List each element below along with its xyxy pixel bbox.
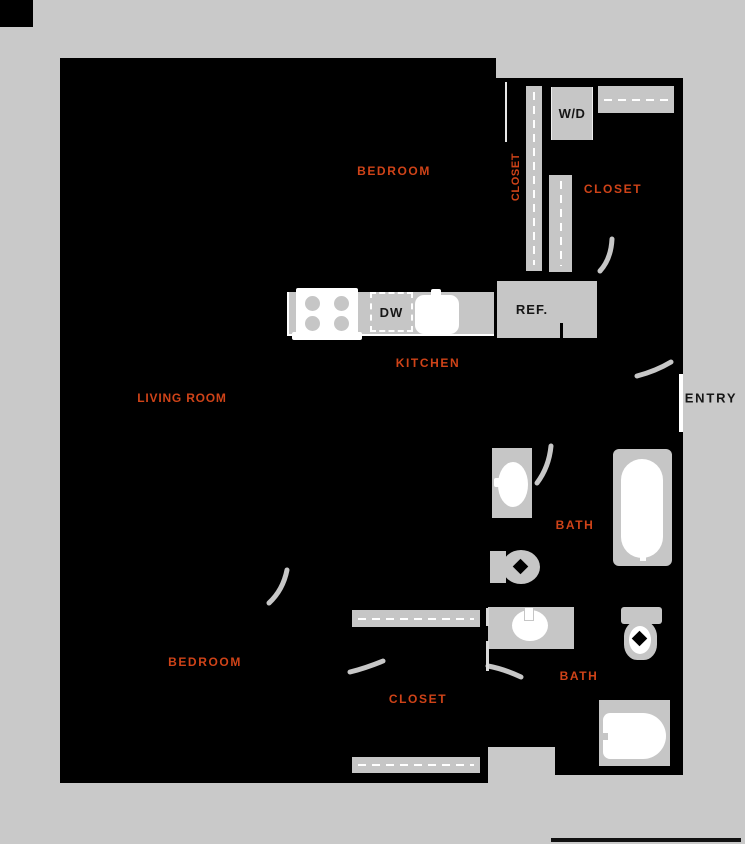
wall-tick [560, 323, 563, 338]
toilet-seat-mark [512, 558, 529, 575]
stove-front-edge [292, 332, 362, 340]
closet-shelf [352, 610, 480, 627]
drawing-border-fragment-bottom [551, 838, 741, 842]
door-swing-arc-bedroom [266, 567, 290, 606]
kitchen-sink [415, 295, 459, 334]
washer-dryer-label: W/D [558, 106, 586, 121]
wall-line [505, 82, 507, 142]
door-swing-arc-hall-closet [597, 236, 615, 274]
toilet-tank [621, 607, 662, 624]
closet-shelf-centerline [604, 98, 668, 101]
room-label-bath-main: BATH [555, 518, 595, 532]
room-label-bedroom-bottom: BEDROOM [168, 655, 242, 669]
vanity-faucet [524, 607, 534, 621]
toilet-bowl [624, 621, 657, 660]
bathtub-drain [640, 549, 646, 561]
room-label-closet-hall: CLOSET [583, 182, 643, 196]
toilet-tank [490, 551, 506, 583]
shower-basin [603, 713, 666, 759]
refrigerator: REF. [497, 281, 597, 338]
closet-shelf-centerline [358, 764, 474, 766]
closet-rod-centerline [559, 181, 562, 266]
dishwasher: DW [370, 292, 413, 332]
closet-rod [526, 86, 542, 271]
closet-shelf [598, 86, 674, 113]
bathtub [613, 449, 672, 566]
room-label-living-room: LIVING ROOM [137, 391, 227, 405]
room-label-closet-laundry: CLOSET [510, 152, 522, 202]
bath-main-vanity [492, 448, 532, 518]
vanity-faucet [494, 478, 507, 487]
room-label-bedroom-top: BEDROOM [357, 164, 431, 178]
door-swing-arc-entry [634, 359, 674, 379]
refrigerator-label: REF. [515, 302, 549, 317]
washer-dryer: W/D [551, 87, 593, 140]
stove [296, 288, 358, 335]
bathtub-basin [621, 459, 663, 558]
wall-tick [486, 641, 489, 671]
bath-second-vanity [488, 607, 574, 649]
room-label-closet-bedroom: CLOSET [388, 692, 448, 706]
shower-faucet [600, 733, 608, 740]
stove-burner [334, 296, 349, 311]
shower [599, 700, 670, 766]
closet-rod [549, 175, 572, 272]
door-swing-arc-bedroom-closet [347, 658, 386, 675]
stove-burner [334, 316, 349, 331]
drawing-border-fragment-top [0, 0, 33, 27]
room-label-entry: ENTRY [684, 390, 738, 406]
toilet-bowl [502, 550, 540, 584]
door-swing-arc-bath-second [485, 663, 524, 680]
closet-rod-centerline [533, 92, 535, 265]
stove-burner [305, 316, 320, 331]
stove-burner [305, 296, 320, 311]
entry-door-opening [679, 374, 683, 432]
room-label-kitchen: KITCHEN [395, 356, 461, 370]
wall-tick [486, 608, 489, 626]
door-swing-arc-bath-main [534, 443, 554, 486]
dishwasher-label: DW [379, 304, 404, 320]
closet-shelf [352, 757, 480, 773]
room-label-bath-second: BATH [559, 669, 599, 683]
closet-shelf-centerline [358, 617, 474, 620]
